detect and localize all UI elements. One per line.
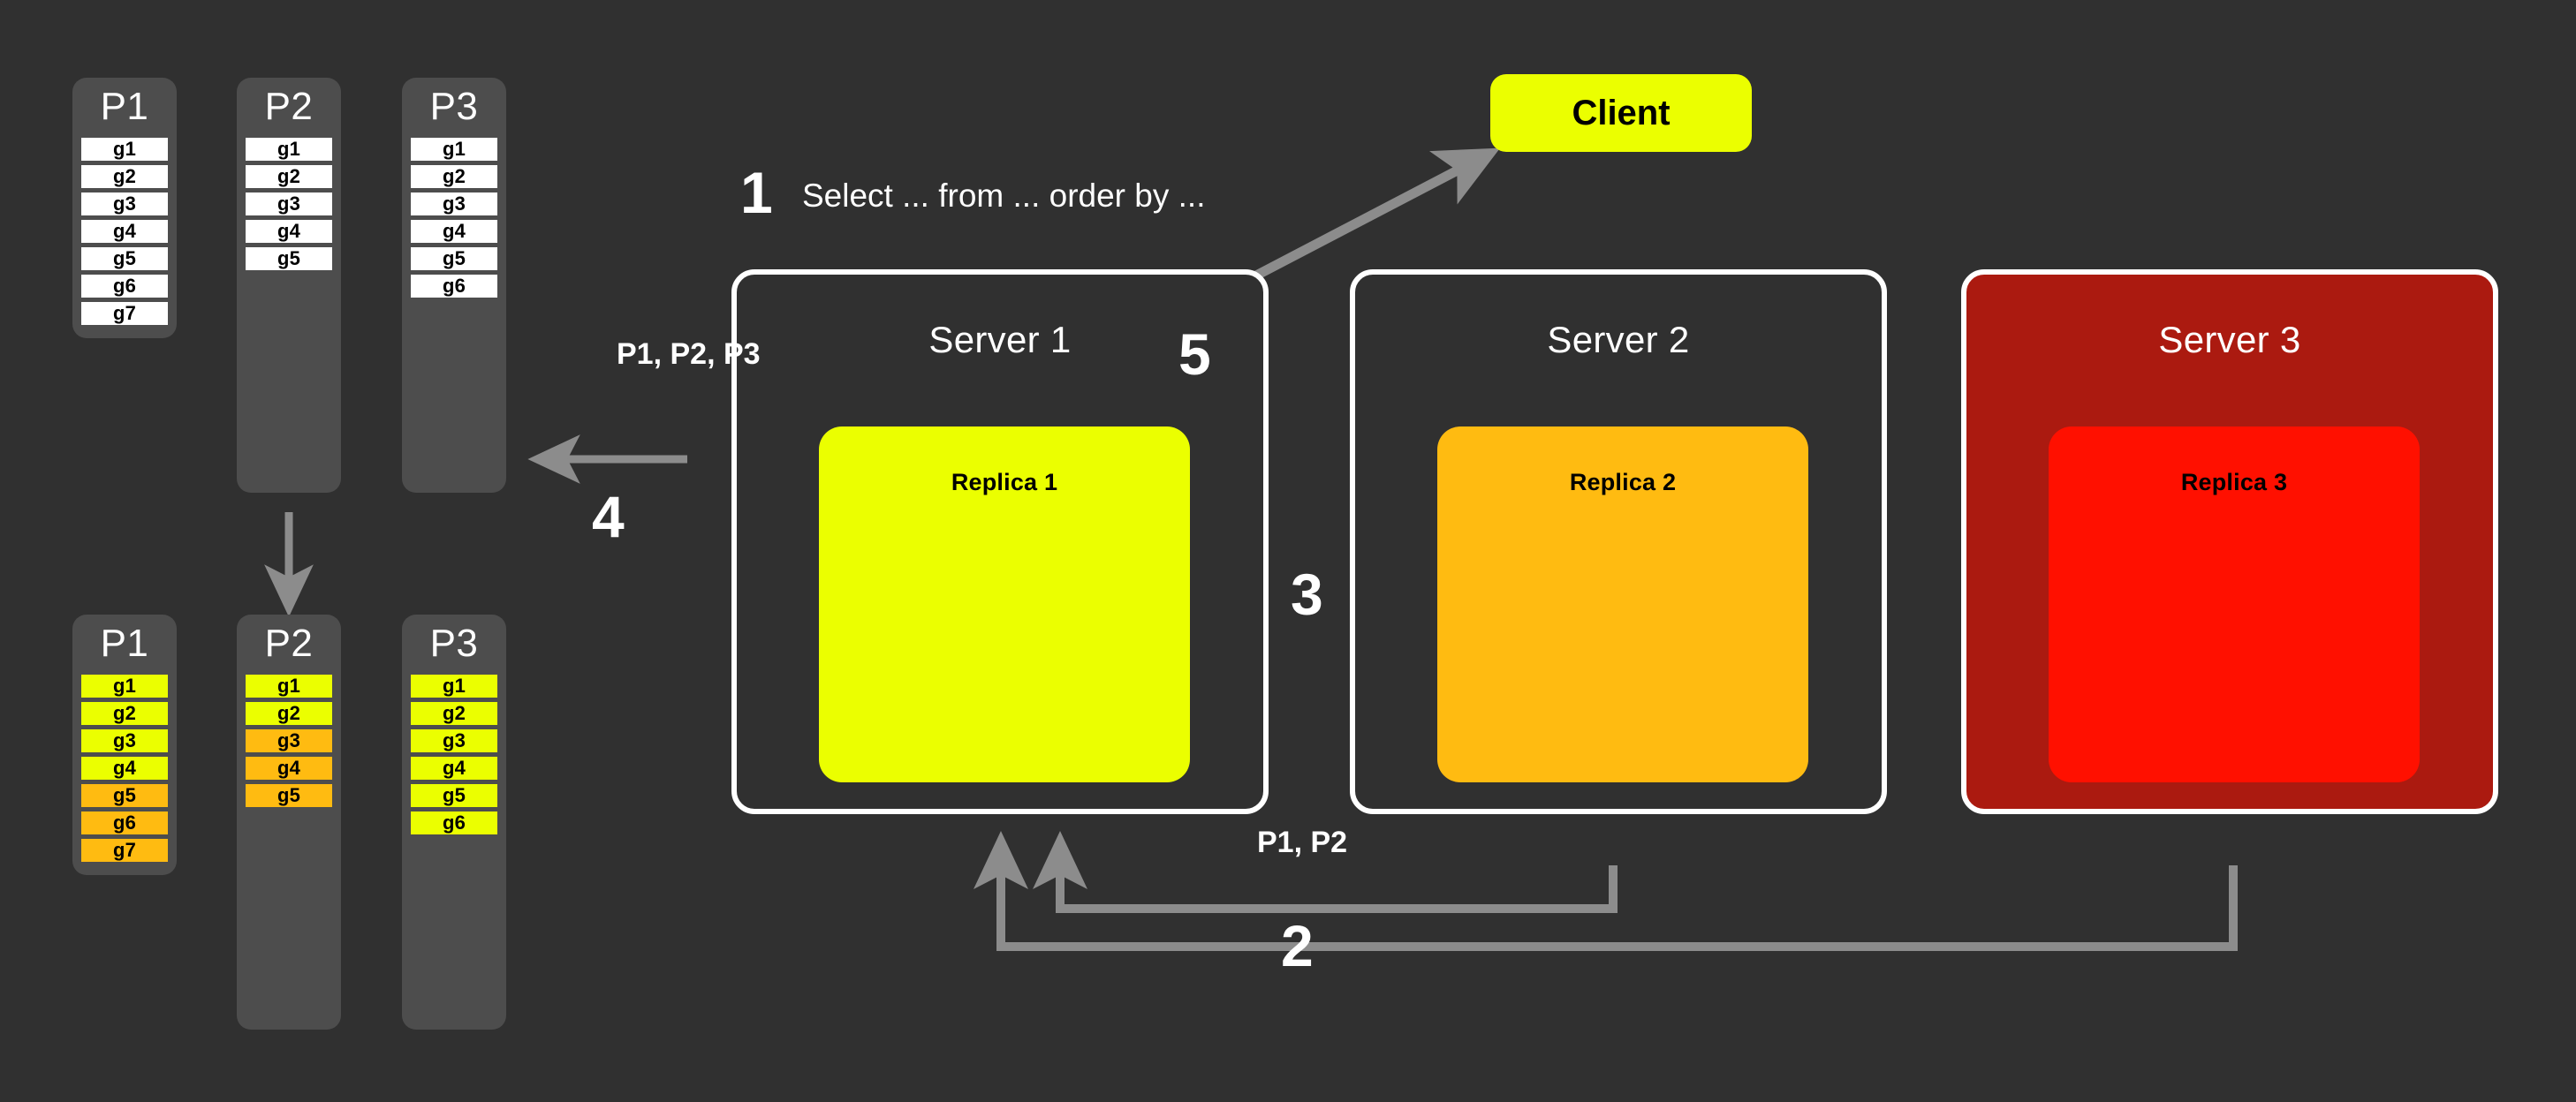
query-label: Select ... from ... order by ...: [802, 177, 1206, 214]
partition-cell: g7: [81, 301, 168, 325]
replica-1-box[interactable]: Replica 1: [819, 426, 1190, 782]
partition-cell: g3: [81, 192, 168, 215]
partition-column-bottom-p3: P3 g1 g2 g3 g4 g5 g6: [402, 615, 506, 1030]
partition-column-top-p2: P2 g1 g2 g3 g4 g5: [237, 78, 341, 493]
partition-cell: g4: [411, 756, 497, 780]
partition-column-top-p1: P1 g1 g2 g3 g4 g5 g6 g7: [72, 78, 177, 338]
server-2-box[interactable]: Server 2 Replica 2: [1350, 269, 1887, 814]
partition-cell: g3: [246, 192, 332, 215]
step-number-4: 4: [592, 484, 625, 549]
partition-column-top-p3: P3 g1 g2 g3 g4 g5 g6: [402, 78, 506, 493]
partition-cell: g2: [246, 164, 332, 188]
partition-cell: g4: [246, 219, 332, 243]
step-number-2: 2: [1281, 913, 1314, 978]
step-number-3: 3: [1291, 562, 1323, 627]
partition-cell: g3: [411, 192, 497, 215]
step-number-1: 1: [740, 160, 773, 225]
partition-cell: g1: [411, 674, 497, 698]
partition-cell: g1: [246, 674, 332, 698]
partition-cell: g1: [81, 674, 168, 698]
replica-3-label: Replica 3: [2180, 469, 2288, 495]
partition-title: P1: [100, 622, 149, 665]
partition-cell: g2: [81, 164, 168, 188]
partition-cell: g3: [411, 728, 497, 752]
partition-cell: g6: [81, 811, 168, 834]
server-3-box[interactable]: Server 3 Replica 3: [1961, 269, 2498, 814]
partition-cell: g1: [246, 137, 332, 161]
partition-cell: g7: [81, 838, 168, 862]
partition-column-bottom-p2: P2 g1 g2 g3 g4 g5: [237, 615, 341, 1030]
partition-title: P3: [429, 622, 479, 665]
step-number-5: 5: [1178, 321, 1211, 387]
partition-cell: g4: [411, 219, 497, 243]
replica-3-box[interactable]: Replica 3: [2049, 426, 2420, 782]
server-1-title: Server 1: [928, 319, 1072, 360]
partition-cell: g2: [246, 701, 332, 725]
partition-cell: g1: [411, 137, 497, 161]
partitions-all-label: P1, P2, P3: [617, 337, 761, 371]
partition-cell: g2: [411, 701, 497, 725]
partition-cell: g5: [246, 783, 332, 807]
partitions-fetch-label: P1, P2: [1257, 826, 1348, 859]
server-2-title: Server 2: [1547, 319, 1690, 360]
replica-2-box[interactable]: Replica 2: [1437, 426, 1808, 782]
partition-cell: g4: [246, 756, 332, 780]
arrow-server2-to-server1: [1033, 831, 1618, 913]
partition-cell: g5: [246, 246, 332, 270]
partition-cell: g6: [411, 811, 497, 834]
partition-cell: g2: [411, 164, 497, 188]
server-1-box[interactable]: Server 1 Replica 1: [731, 269, 1269, 814]
client-node[interactable]: Client: [1490, 74, 1752, 152]
partition-cell: g2: [81, 701, 168, 725]
arrow-server3-to-server1: [974, 831, 2238, 951]
column-padding: [72, 329, 177, 338]
partition-cell: g4: [81, 756, 168, 780]
partition-cell: g1: [81, 137, 168, 161]
client-label: Client: [1572, 93, 1671, 132]
partition-cell: g5: [81, 246, 168, 270]
partition-cell: g6: [81, 274, 168, 298]
partition-cell: g3: [246, 728, 332, 752]
server-3-title: Server 3: [2158, 319, 2301, 360]
partition-title: P1: [100, 85, 149, 128]
replica-2-label: Replica 2: [1569, 469, 1677, 495]
partition-column-bottom-p1: P1 g1 g2 g3 g4 g5 g6 g7: [72, 615, 177, 875]
partition-cell: g5: [411, 246, 497, 270]
partition-title: P3: [429, 85, 479, 128]
partition-cell: g3: [81, 728, 168, 752]
partition-cell: g5: [411, 783, 497, 807]
partition-title: P2: [264, 85, 314, 128]
partition-cell: g5: [81, 783, 168, 807]
replica-1-label: Replica 1: [951, 469, 1058, 495]
partition-cell: g4: [81, 219, 168, 243]
partition-cell: g6: [411, 274, 497, 298]
partition-title: P2: [264, 622, 314, 665]
column-padding: [72, 866, 177, 875]
